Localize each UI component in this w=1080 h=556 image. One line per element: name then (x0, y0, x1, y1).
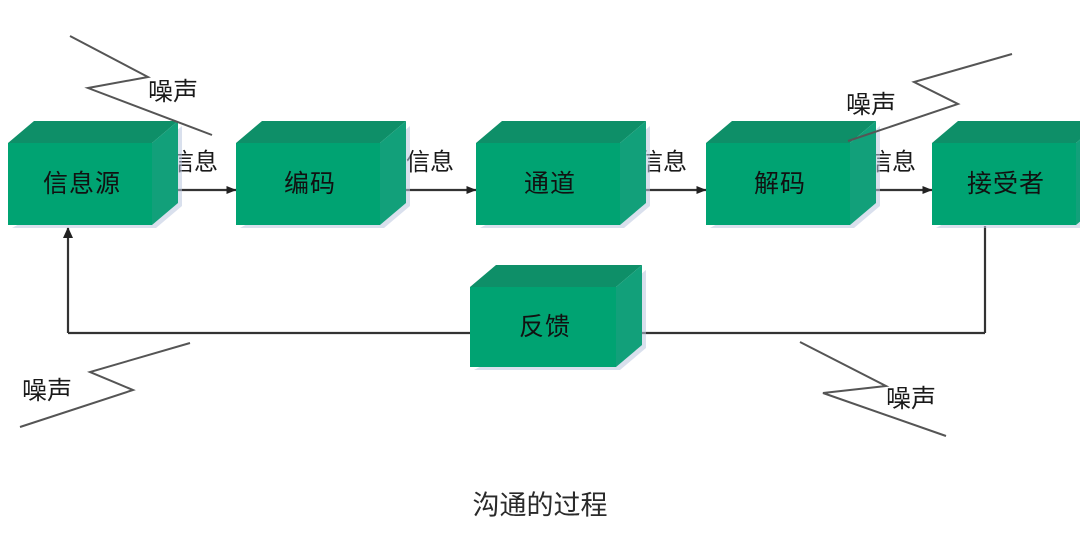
box-front-face (706, 143, 850, 225)
noise-label: 噪声 (148, 77, 198, 106)
box-side-face (616, 265, 642, 367)
noise-zigzag-icon (847, 53, 1013, 142)
process-box-label: 解码 (754, 169, 806, 198)
box-front-face (476, 143, 620, 225)
box-front-face (236, 143, 380, 225)
box-top-face (8, 121, 178, 143)
flow-arrow-label: 信息 (406, 148, 454, 176)
diagram-caption: 沟通的过程 (473, 491, 608, 522)
feedback-loop (63, 226, 987, 337)
box-front-face (470, 287, 616, 367)
process-box-label: 编码 (284, 169, 336, 198)
box-top-face (932, 121, 1080, 143)
noise-label: 噪声 (22, 376, 72, 405)
process-box-label: 信息源 (43, 169, 121, 198)
process-box-source[interactable]: 信息源 (8, 121, 182, 228)
noise-zigzag-icon (19, 342, 191, 428)
noise-top-left: 噪声 (69, 35, 213, 136)
noise-bottom-right: 噪声 (799, 341, 947, 437)
process-box-decode[interactable]: 解码 (706, 121, 880, 228)
box-top-face (470, 265, 642, 287)
box-side-face (620, 121, 646, 225)
box-top-face (236, 121, 406, 143)
process-box-feedback[interactable]: 反馈 (470, 265, 646, 370)
process-box-channel[interactable]: 通道 (476, 121, 650, 228)
process-box-label: 反馈 (519, 312, 571, 341)
noise-label: 噪声 (846, 90, 896, 119)
box-side-face (152, 121, 178, 225)
process-box-label: 接受者 (967, 169, 1045, 198)
noise-bottom-left: 噪声 (19, 342, 191, 428)
noise-markers: 噪声噪声噪声噪声 (19, 35, 1013, 437)
process-box-label: 通道 (524, 169, 576, 198)
process-box-receiver[interactable]: 接受者 (932, 121, 1080, 228)
box-top-face (476, 121, 646, 143)
box-side-face (380, 121, 406, 225)
box-side-face (850, 121, 876, 225)
noise-label: 噪声 (886, 384, 936, 413)
box-front-face (932, 143, 1076, 225)
process-box-encode[interactable]: 编码 (236, 121, 410, 228)
noise-zigzag-icon (799, 341, 947, 437)
box-front-face (8, 143, 152, 225)
noise-zigzag-icon (69, 35, 213, 136)
noise-top-right: 噪声 (846, 53, 1013, 142)
box-side-face (1076, 139, 1080, 225)
box-top-face (706, 121, 876, 143)
